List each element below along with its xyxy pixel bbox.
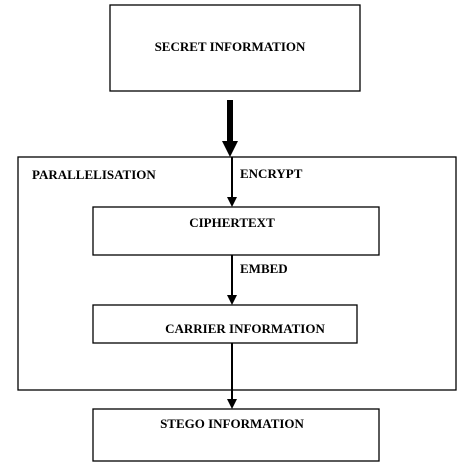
embed-arrow-head (227, 295, 237, 305)
encrypt-label: ENCRYPT (240, 166, 303, 181)
stego-information-label: STEGO INFORMATION (160, 416, 304, 431)
stego-information-box (92, 408, 380, 462)
parallelisation-label: PARALLELISATION (32, 167, 156, 182)
encrypt-arrow-head (227, 197, 237, 207)
carrier-to-stego-arrow-head (227, 399, 237, 409)
ciphertext-box (92, 206, 380, 256)
secret-information-label: SECRET INFORMATION (155, 39, 306, 54)
embed-label: EMBED (240, 261, 288, 276)
parallelisation-group-box (17, 156, 457, 391)
carrier-information-label: CARRIER INFORMATION (165, 321, 325, 336)
secret-information-box (109, 4, 361, 92)
ciphertext-label: CIPHERTEXT (189, 215, 275, 230)
carrier-information-box (92, 304, 358, 344)
secret-to-group-arrow-head (222, 141, 238, 157)
